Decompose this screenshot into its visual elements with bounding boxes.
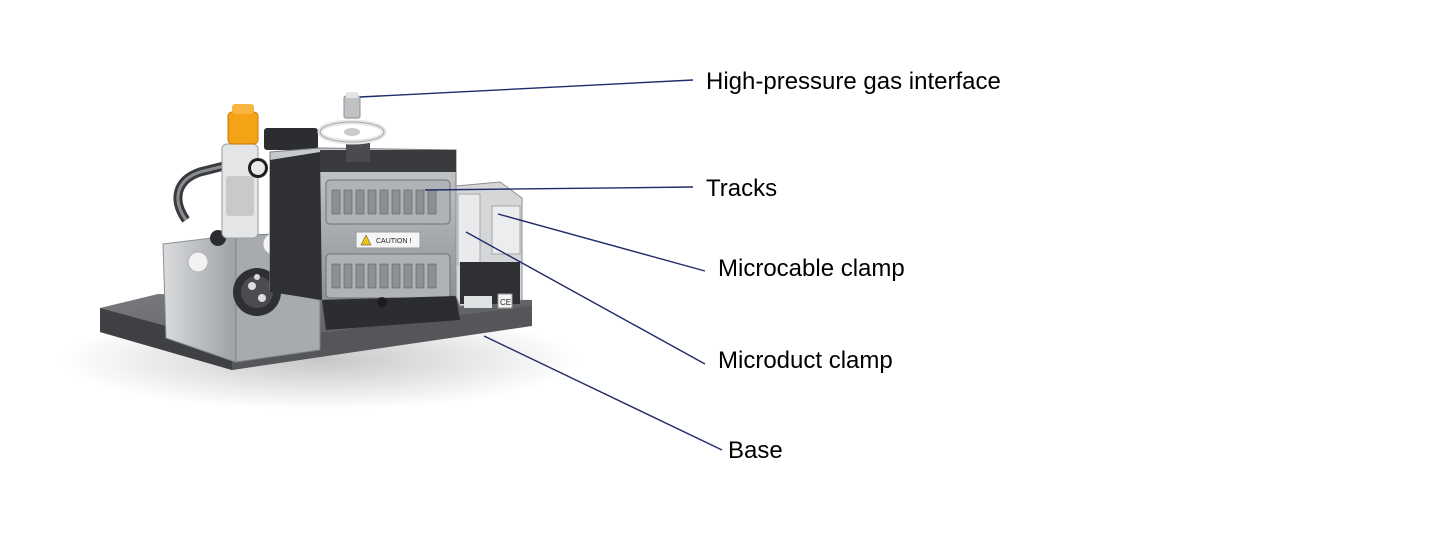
label-microduct-clamp: Microduct clamp [718, 347, 893, 374]
leader-microduct-clamp [465, 231, 706, 365]
label-base: Base [728, 437, 783, 464]
leader-tracks [424, 186, 694, 191]
label-tracks: Tracks [706, 175, 778, 202]
handwheel [317, 119, 387, 162]
dial-gauge [233, 268, 281, 316]
caution-label: CAUTION ! [376, 238, 411, 245]
leader-gas-interface [359, 79, 694, 98]
ce-mark: CE [500, 298, 511, 307]
pressure-regulator [173, 104, 318, 239]
leader-base [483, 335, 723, 451]
label-gas-interface: High-pressure gas interface [706, 68, 1001, 95]
leader-microcable-clamp [497, 213, 706, 272]
gas-interface-fitting [343, 92, 361, 119]
label-microcable-clamp: Microcable clamp [718, 255, 905, 282]
